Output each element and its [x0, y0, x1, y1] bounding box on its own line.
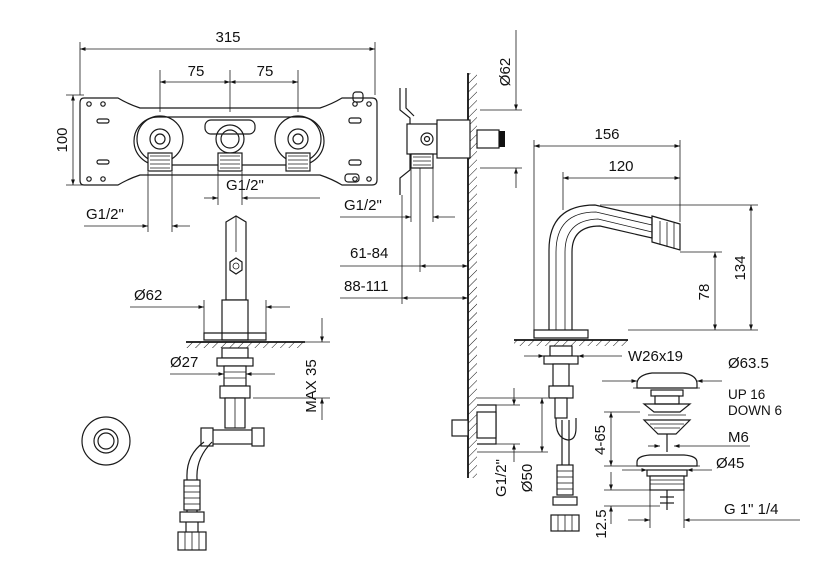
dim-thread-connector: G1/2" — [493, 459, 510, 497]
dim-thread-plate-left: G1/2" — [86, 206, 124, 223]
dim-max-deck: MAX 35 — [303, 359, 320, 412]
waste-assembly-view: Ø63.5 UP 16 DOWN 6 4-65 M6 Ø45 G 1" 1/4 … — [592, 355, 800, 539]
waste-travel-up: UP 16 — [728, 387, 765, 402]
dim-nut-size: W26x19 — [628, 348, 683, 365]
waste-travel-down: DOWN 6 — [728, 403, 782, 418]
dim-plate-height: 100 — [54, 127, 71, 152]
dim-connector-diameter: Ø50 — [519, 464, 536, 492]
dim-deck-range: 4-65 — [592, 425, 609, 455]
dim-shank-diameter: Ø27 — [170, 354, 198, 371]
dim-plate-width: 315 — [215, 29, 240, 46]
dim-spacing-right: 75 — [257, 63, 274, 80]
dim-spout-reach-inner: 120 — [608, 158, 633, 175]
dim-spacing-left: 75 — [188, 63, 205, 80]
spout-elevation-view: 156 120 134 78 W26x19 G1/2" Ø50 — [477, 126, 758, 532]
dim-waste-cap-diameter: Ø63.5 — [728, 355, 769, 372]
dim-spout-height: 134 — [732, 255, 749, 280]
dim-spout-reach: 156 — [594, 126, 619, 143]
dim-waste-bottom: 12.5 — [593, 509, 610, 538]
dim-waste-thread: G 1" 1/4 — [724, 501, 779, 518]
dim-thread-wall: G1/2" — [344, 197, 382, 214]
dim-depth-range-1: 61-84 — [350, 245, 388, 262]
wall-section-view: Ø62 G1/2" 61-84 88-111 — [340, 30, 522, 478]
dim-wall-flange-diameter: Ø62 — [497, 58, 514, 86]
dim-rod-thread: M6 — [728, 429, 749, 446]
dim-handle-base-diameter: Ø62 — [134, 287, 162, 304]
dim-thread-plate-right: G1/2" — [226, 177, 264, 194]
dim-waste-body-diameter: Ø45 — [716, 455, 744, 472]
wall-plate-front-view: 315 75 75 100 G1/2" G1/2" — [54, 29, 378, 232]
dim-outlet-height: 78 — [696, 284, 713, 301]
dim-depth-range-2: 88-111 — [344, 278, 388, 295]
handle-elevation-view: Ø62 Ø27 MAX 35 — [81, 215, 330, 551]
